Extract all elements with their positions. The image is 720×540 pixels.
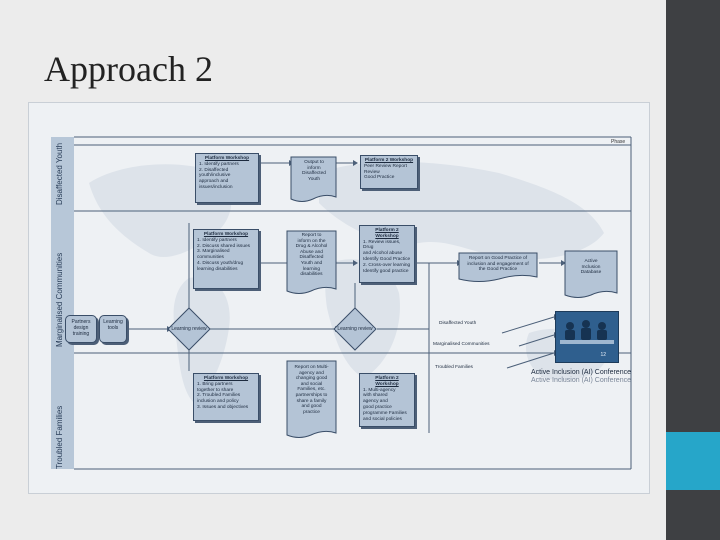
people-icon [560, 320, 614, 344]
start-pill-partners-design: Partners design training [65, 315, 97, 343]
conference-line-1: Active Inclusion (AI) Conference [531, 369, 631, 376]
summary-report-text: Report on Good Practice of inclusion and… [467, 256, 529, 273]
output-label-disaffected-youth: Disaffected Youth [439, 321, 477, 326]
document-shape-lane2 [286, 230, 337, 294]
slide-title: Approach 2 [44, 49, 213, 89]
document-shape-lane3 [286, 360, 337, 438]
lane2-report-text: Report to inform on the Drug & Alcohol A… [295, 233, 328, 278]
lane3-platform-workshop: Platform Workshop 1. Bring partners toge… [193, 373, 259, 421]
decision-diamond-1 [167, 307, 211, 351]
decision-diamond-2 [333, 307, 377, 351]
active-inclusion-database-text: Active Inclusion Database [580, 259, 602, 276]
decision-label-1: Learning review [171, 326, 207, 332]
photo-number: 12 [600, 352, 606, 358]
decision-label-2: Learning review [337, 326, 373, 332]
lane-label-troubled-families: Troubled Families [55, 405, 64, 469]
start-pill-learning-tools: Learning tools [99, 315, 127, 343]
teal-accent-block [666, 432, 720, 490]
output-label-marginalised-communities: Marginalised Communities [433, 342, 490, 347]
lane1-platform-workshop: Platform Workshop 1. Identify partners 2… [195, 153, 259, 203]
process-diagram-figure: Disaffected Youth Marginalised Communiti… [28, 102, 650, 494]
conference-line-2: Active Inclusion (AI) Conference [531, 377, 631, 384]
document-shape-lane1 [290, 156, 337, 202]
lane-label-disaffected-youth: Disaffected Youth [55, 142, 64, 205]
diagram-lines-layer [74, 136, 632, 470]
phase-label: Phase [611, 139, 626, 145]
lane2-platform-2-workshop: Platform 2 Workshop 1. Review issues, Dr… [359, 225, 415, 283]
active-inclusion-database-shape [564, 250, 618, 298]
lane3-report-text: Report on Multi- agency and changing goo… [294, 365, 329, 415]
summary-document-shape [458, 252, 538, 282]
swimlane-header-bar [51, 137, 74, 469]
lane1-report-text: Output to inform Disaffected Youth [302, 160, 326, 182]
conference-photo: 12 [555, 311, 619, 363]
conference-caption: Active Inclusion (AI) Conference Active … [531, 369, 631, 385]
lane2-platform-workshop: Platform Workshop 1. Identify partners 2… [193, 229, 259, 289]
lane-label-marginalised-communities: Marginalised Communities [55, 252, 64, 347]
lane3-platform-2-workshop: Platform 2 Workshop 1. Multi-agency with… [359, 373, 415, 427]
lane1-platform-2-workshop: Platform 2 Workshop Peer Review Report R… [360, 155, 418, 189]
output-label-troubled-families: Troubled Families [435, 365, 473, 370]
